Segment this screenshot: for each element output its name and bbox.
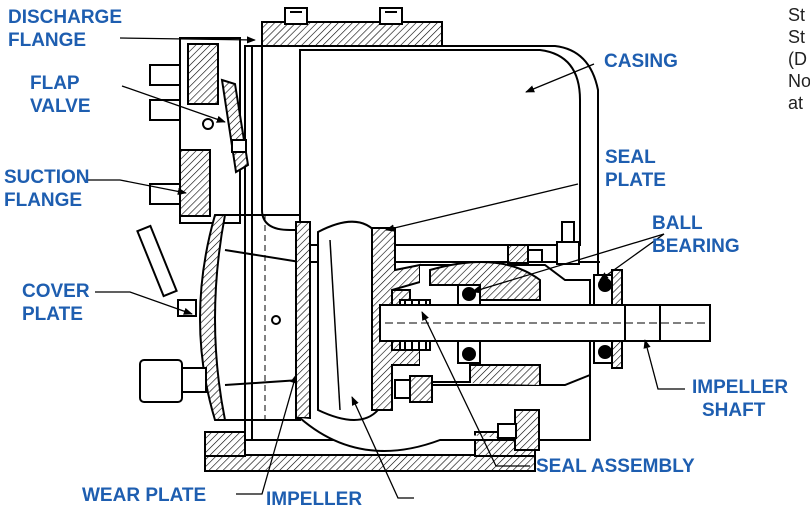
label-suction-flange-line2: FLANGE	[4, 190, 83, 211]
label-wear-plate: WEAR PLATE	[82, 485, 207, 506]
label-seal-plate: SEAL PLATE	[605, 146, 666, 192]
side-text-line-2: St	[788, 27, 806, 47]
leader-casing	[525, 63, 595, 93]
label-suction-flange-line1: SUCTION	[4, 167, 90, 188]
discharge-bolt-left	[284, 7, 308, 25]
wear-plate	[295, 221, 311, 419]
leader-impeller-shaft	[643, 339, 685, 390]
label-seal-plate-line2: PLATE	[605, 170, 666, 191]
discharge-flange-cap	[261, 21, 443, 47]
cover-handle	[136, 224, 178, 298]
label-discharge-flange-line1: DISCHARGE	[8, 7, 123, 28]
label-casing: CASING	[604, 51, 678, 72]
side-text-line-4: No	[788, 71, 810, 91]
label-impeller-shaft: IMPELLER SHAFT	[692, 376, 788, 422]
leader-impeller	[351, 396, 414, 499]
side-text-fragment: St St (D No at	[788, 4, 810, 114]
side-text-line-5: at	[788, 93, 804, 113]
adjuster-knob	[139, 359, 183, 403]
label-ball-bearing-line1: BALL	[652, 213, 703, 234]
leader-lines	[88, 36, 685, 499]
casing-chamber	[299, 49, 581, 246]
base-foot-left	[204, 431, 246, 457]
label-flap-valve-line2: VALVE	[30, 96, 91, 117]
leader-seal-plate	[385, 183, 579, 232]
label-cover-plate: COVER PLATE	[22, 280, 90, 326]
label-seal-assembly: SEAL ASSEMBLY	[536, 456, 695, 477]
leader-discharge-flange	[119, 36, 256, 44]
label-suction-flange: SUCTION FLANGE	[4, 166, 90, 212]
label-impeller-shaft-line2: SHAFT	[702, 400, 766, 421]
label-cover-plate-line1: COVER	[22, 281, 90, 302]
leader-seal-assembly	[421, 311, 530, 467]
leader-ball-bearing-2	[599, 233, 665, 281]
lower-casing	[299, 417, 520, 452]
label-discharge-flange: DISCHARGE FLANGE	[8, 6, 122, 52]
label-impeller: IMPELLER	[266, 489, 363, 510]
leader-wear-plate	[236, 374, 298, 495]
suction-flange	[179, 149, 211, 217]
seal-plate	[371, 227, 421, 411]
label-impeller-shaft-line1: IMPELLER	[692, 377, 789, 398]
label-ball-bearing-line2: BEARING	[652, 236, 740, 257]
label-seal-plate-line1: SEAL	[605, 147, 656, 168]
leader-suction-flange	[88, 179, 187, 195]
leader-flap-valve	[121, 85, 226, 123]
base-plate	[204, 454, 536, 472]
label-flap-valve-line1: FLAP	[30, 73, 80, 94]
leader-ball-bearing-1	[471, 233, 665, 294]
pump-drawing	[136, 7, 711, 472]
leader-cover-plate	[95, 291, 193, 315]
side-text-line-3: (D	[788, 49, 807, 69]
label-discharge-flange-line2: FLANGE	[8, 30, 87, 51]
discharge-bolt-right	[379, 7, 403, 25]
label-ball-bearing: BALL BEARING	[652, 212, 740, 258]
side-text-line-1: St	[788, 5, 806, 25]
impeller-body	[317, 220, 381, 421]
label-cover-plate-line2: PLATE	[22, 304, 83, 325]
label-flap-valve: FLAP VALVE	[30, 72, 91, 118]
discharge-flange	[187, 43, 219, 105]
